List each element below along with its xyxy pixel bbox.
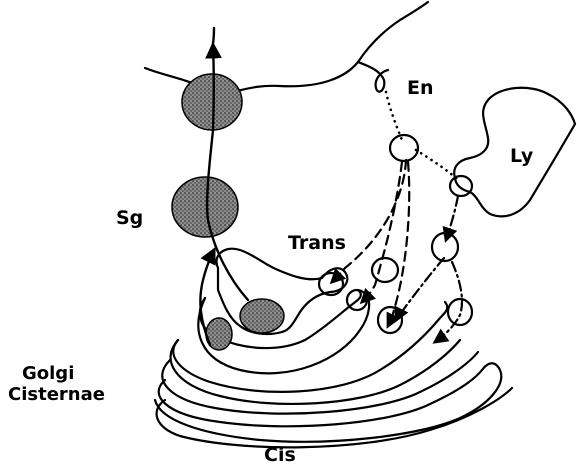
- label-endosome: En: [407, 77, 434, 99]
- transport-vesicle-3: [372, 258, 398, 282]
- lysosome-vesicle: [450, 176, 472, 196]
- label-cisternae: Cisternae: [8, 384, 105, 405]
- label-lysosome: Ly: [510, 145, 534, 167]
- plasma-membrane: [145, 2, 428, 94]
- label-golgi: Golgi: [22, 363, 74, 384]
- label-cis: Cis: [264, 444, 296, 466]
- endosome-vesicle: [390, 135, 418, 161]
- immature-granule-1: [240, 299, 284, 333]
- endocytic-route-dotted: [386, 92, 402, 140]
- label-secretory-granule: Sg: [116, 207, 143, 229]
- endocytic-pit: [358, 62, 388, 92]
- transport-vesicle-6: [448, 299, 472, 325]
- secretory-granule-top: [182, 74, 242, 130]
- transport-vesicle-4: [378, 307, 402, 333]
- endosome-to-lysosome-dotted: [416, 150, 458, 180]
- label-trans: Trans: [288, 232, 346, 254]
- secretory-granule-middle: [172, 177, 238, 237]
- lysosomal-route-3: [435, 262, 462, 342]
- secretion-arrow-main: [207, 28, 248, 300]
- transport-vesicle-5: [432, 233, 458, 261]
